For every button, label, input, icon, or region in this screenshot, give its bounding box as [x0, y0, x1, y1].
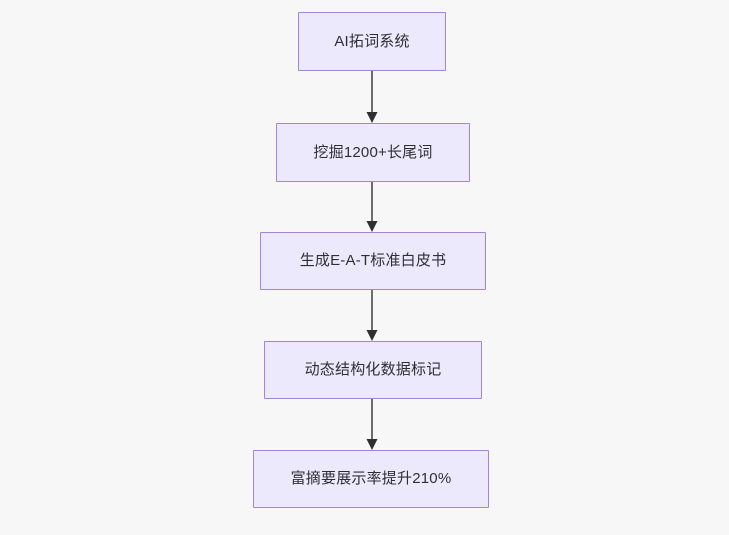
edge-node4-to-node5	[366, 399, 378, 450]
edge-node1-to-node2	[366, 71, 378, 123]
flow-node-label: 挖掘1200+长尾词	[313, 143, 433, 161]
flow-node-label: AI拓词系统	[334, 32, 410, 50]
flow-node-label: 生成E-A-T标准白皮书	[299, 252, 447, 270]
edge-node2-to-node3	[366, 182, 378, 232]
flow-node-label: 富摘要展示率提升210%	[290, 470, 452, 488]
flow-node-dynamic-structured-data-markup[interactable]: 动态结构化数据标记	[264, 341, 482, 399]
edge-node3-to-node4	[366, 290, 378, 341]
flow-node-ai-keyword-system[interactable]: AI拓词系统	[298, 12, 446, 71]
flow-node-label: 动态结构化数据标记	[304, 361, 442, 379]
flow-node-rich-snippet-rate-increase[interactable]: 富摘要展示率提升210%	[253, 450, 489, 508]
flow-node-generate-eat-whitepaper[interactable]: 生成E-A-T标准白皮书	[260, 232, 486, 290]
flow-node-mine-longtail-keywords[interactable]: 挖掘1200+长尾词	[276, 123, 470, 182]
